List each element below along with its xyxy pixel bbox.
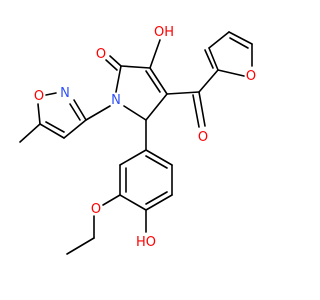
bond-furan-o-c2 [217,69,245,77]
bond-isox-n-o [45,92,57,96]
bond-isox-c5-c4 [39,123,65,139]
bond-c2-o-double [105,59,118,71]
bond-isox-methyl [19,123,41,143]
bond-isox-o-c5 [37,103,41,125]
bond-c2-o [109,55,122,67]
atom-o-isoxazole: O [34,89,44,104]
atom-oh-top: OH [154,25,174,40]
atom-o-ether: O [91,202,101,217]
bond-furan-c2-c3 [208,47,219,71]
bond-ph-4-5-double [145,191,168,205]
atom-n-isoxazole: N [60,86,70,101]
bond-c5-c4 [145,93,168,121]
bond-ph-3-4 [119,194,147,211]
bond-c3-c2 [120,65,151,69]
atom-oh-bottom: HO [136,235,156,250]
bond-ph-6-1-double [145,155,168,169]
bond-c4-ck [166,91,200,95]
bond-ph-1-2 [119,149,147,166]
bond-isox-c5-c4-double [45,121,65,133]
atom-labels: O OH O O N N O O HO [34,25,256,250]
bond-ph-4-5 [145,194,173,211]
atom-o-carbonyl-ring: O [96,47,106,62]
atom-n-pyrrole: N [111,93,121,108]
bond-isox-c4-c3 [63,119,87,139]
bonds [19,31,253,255]
bond-furan-c3-c4 [208,31,230,49]
bond-c4-c3-double [145,70,161,93]
bond-ck-furan [198,69,219,93]
bond-furan-c4-c5 [228,31,253,45]
bond-isox-c3-n-double [69,103,81,121]
bond-isox-c3-n [73,99,87,121]
molecule-structure-diagram: O OH O O N N O O HO [19,25,256,255]
bond-furan-c4-c5-double [229,37,249,49]
bond-ph-6-1 [145,149,173,166]
atom-o-furan: O [246,69,256,84]
bond-c4-c3 [149,67,168,95]
atom-o-ketone: O [198,130,208,145]
bond-c3-oh [149,39,161,69]
bond-ck-o-double [192,94,200,128]
bond-c2-n1 [115,65,122,93]
bond-ck-o [198,91,206,127]
bond-n1-c5 [123,105,147,121]
bond-ph-o-ether [102,194,121,206]
bond-ch2-ch3 [66,237,95,255]
bond-n1-isox [85,105,111,121]
bond-furan-c2-c3-double [204,49,214,69]
